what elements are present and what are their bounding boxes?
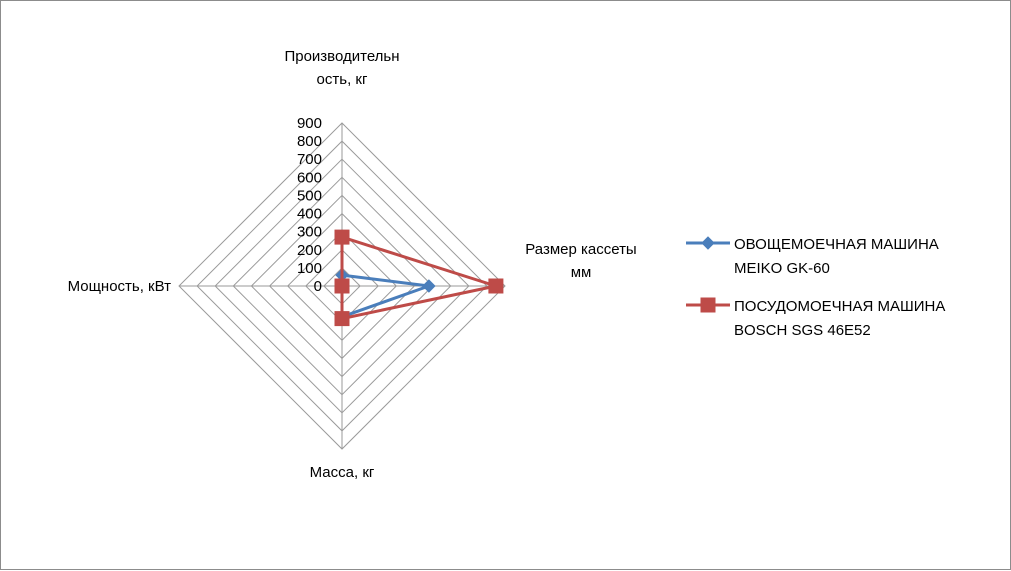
axis-label: Масса, кг [310,464,375,481]
radial-tick-label: 700 [297,151,322,168]
series-group [334,229,504,327]
series-plot [334,229,504,327]
radial-tick-label: 600 [297,169,322,186]
series-point [700,297,716,313]
radial-tick-label: 900 [297,115,322,132]
radial-tick-label: 200 [297,242,322,259]
series-point [422,279,436,293]
series-point [488,278,504,294]
series-point [334,311,350,327]
radial-tick-label: 400 [297,206,322,223]
radial-tick-label: 100 [297,260,322,277]
radial-tick-label: 0 [314,278,322,295]
series-point [334,278,350,294]
series-point [334,229,350,245]
radial-tick-label: 800 [297,133,322,150]
radial-tick-label: 500 [297,187,322,204]
axis-label: Мощность, кВт [68,278,172,295]
series-point [701,236,715,250]
radial-tick-label: 300 [297,224,322,241]
